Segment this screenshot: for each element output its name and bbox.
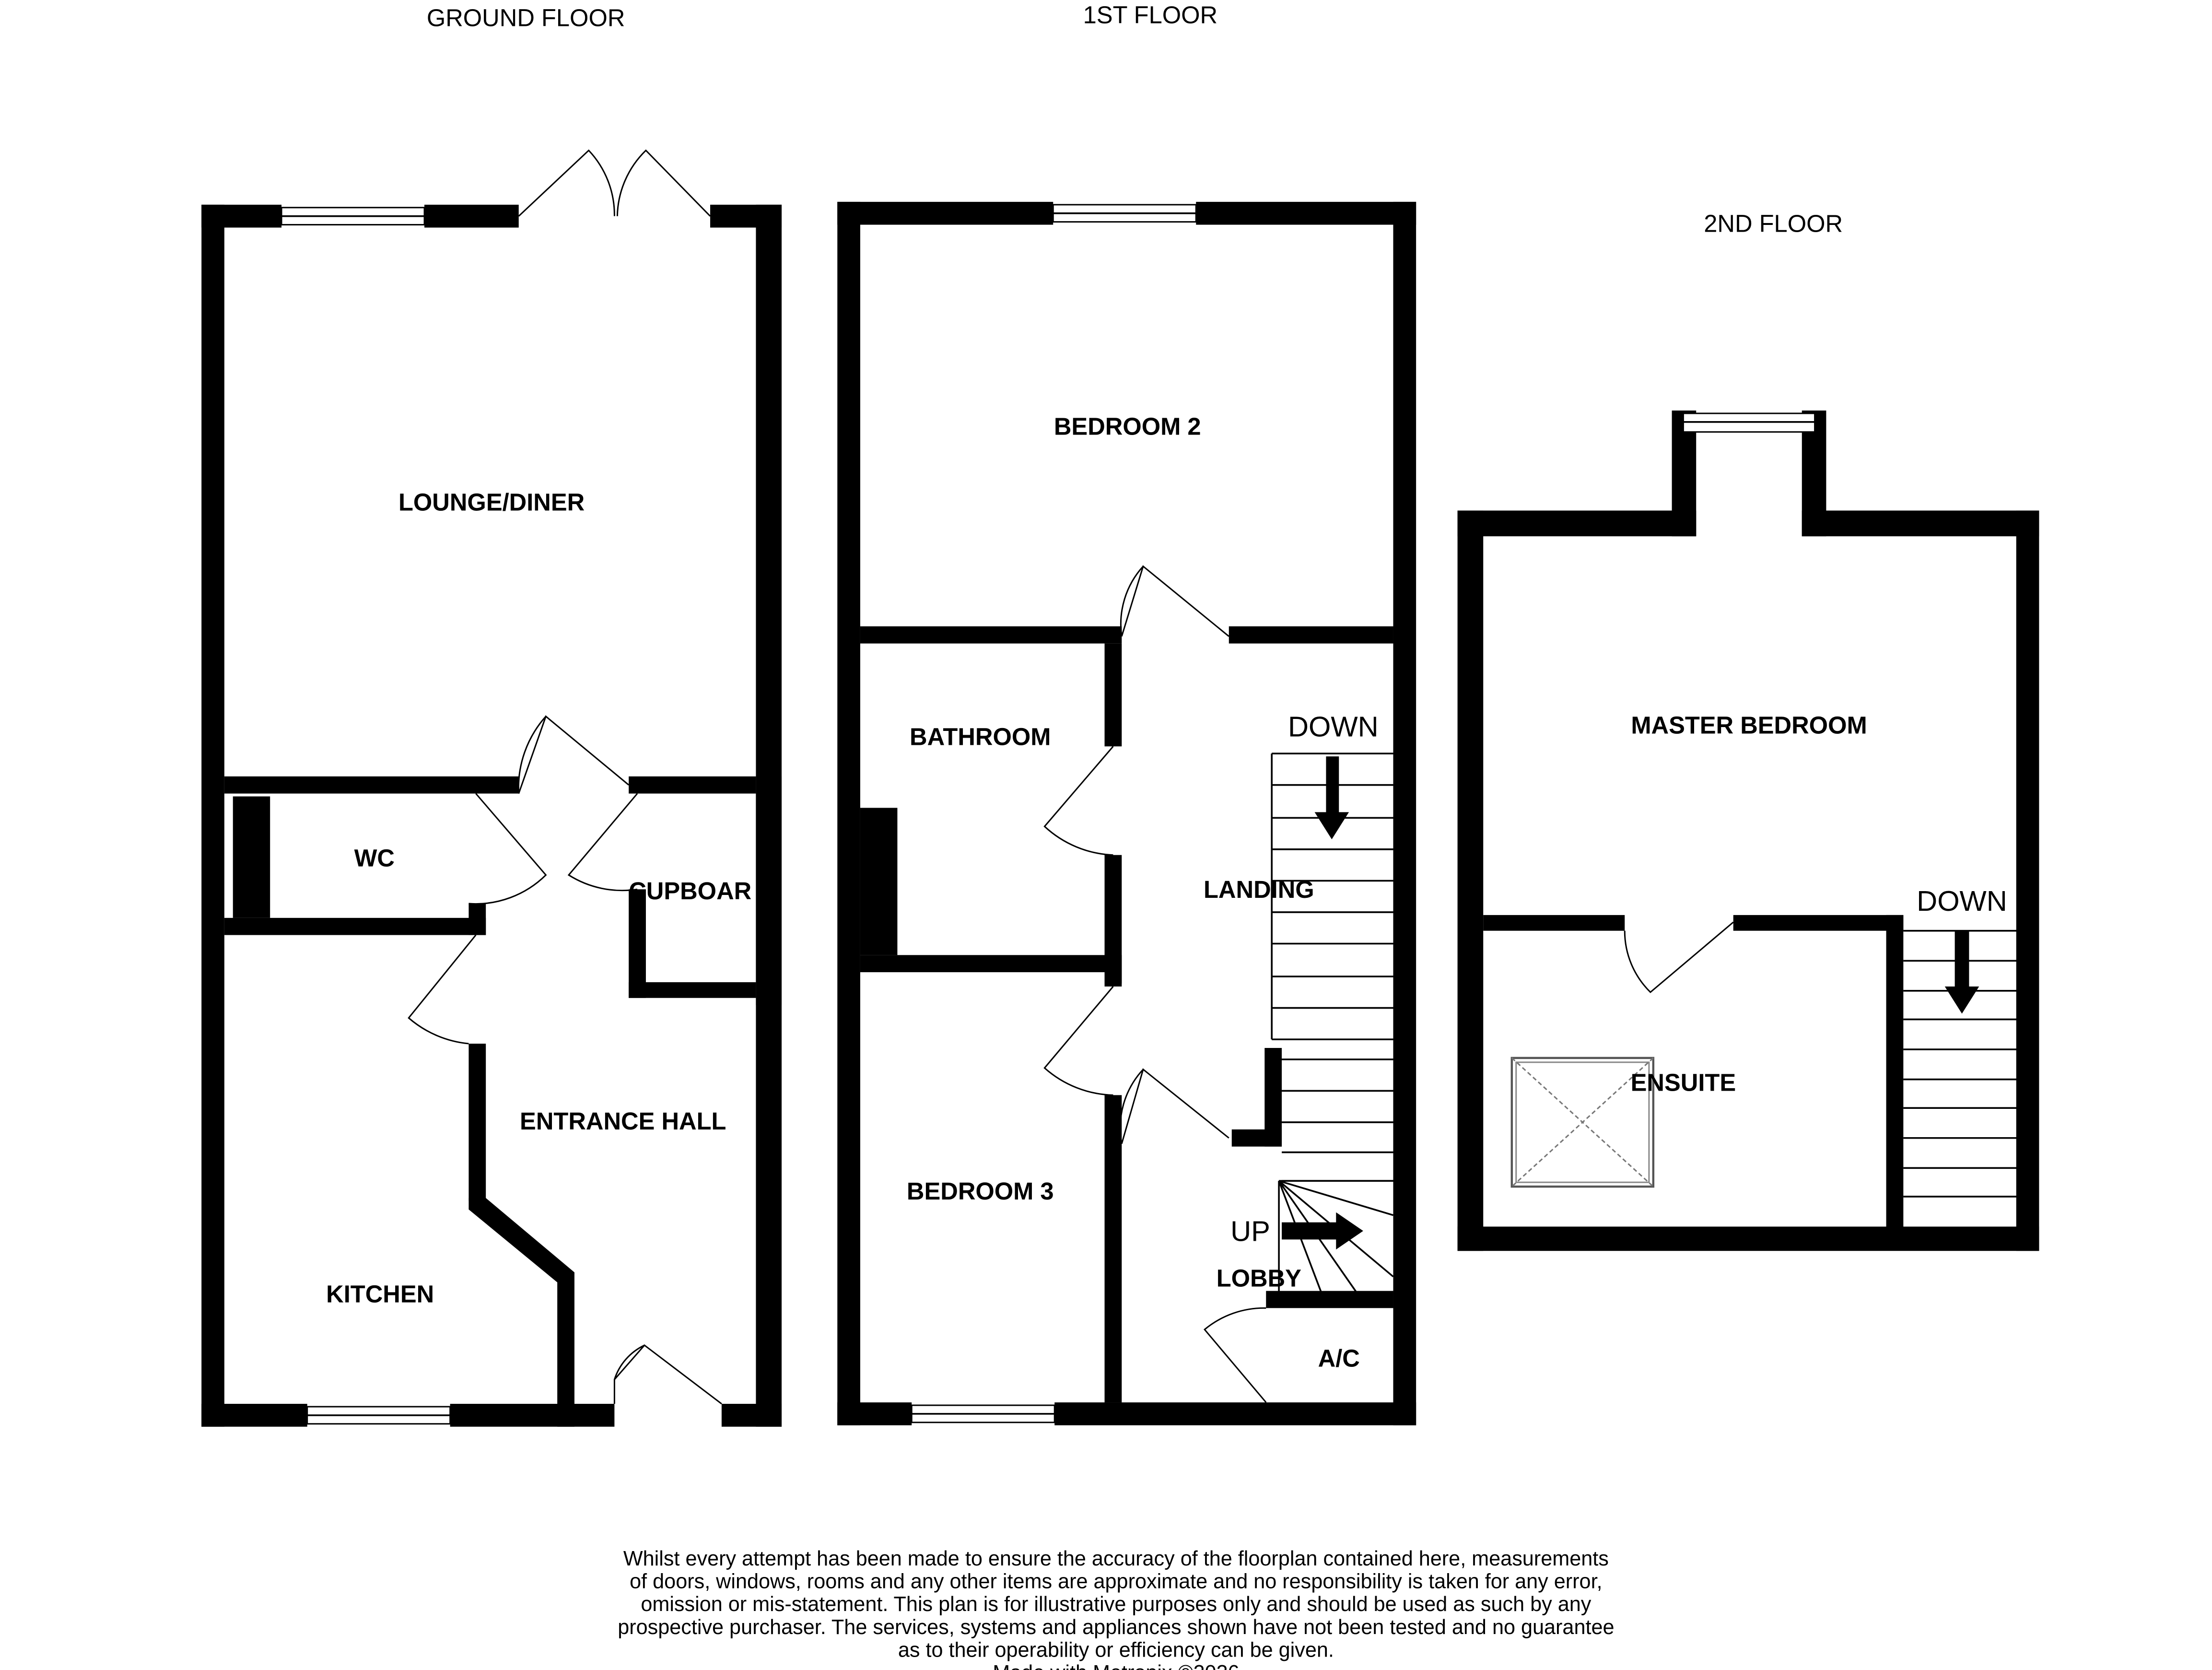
second-floor-title: 2ND FLOOR <box>1704 210 1843 237</box>
ac-door <box>1204 1307 1267 1403</box>
room-label-ac: A/C <box>1318 1345 1360 1372</box>
room-label-cupboard: CUPBOAR <box>629 877 751 905</box>
disclaimer-line: of doors, windows, rooms and any other i… <box>630 1570 1602 1593</box>
room-label-landing: LANDING <box>1204 876 1314 903</box>
stairs-up-label: UP <box>1230 1215 1270 1247</box>
ensuite-door <box>1624 921 1734 993</box>
first-floor-plan: DOWN UP BEDROOM 2 BATHROOM LANDING BEDRO… <box>837 201 1416 1425</box>
room-label-lounge: LOUNGE/DINER <box>398 489 585 516</box>
room-label-bedroom2: BEDROOM 2 <box>1054 413 1201 440</box>
room-label-entrance-hall: ENTRANCE HALL <box>520 1107 726 1135</box>
door <box>517 715 630 794</box>
french-door <box>518 149 711 217</box>
room-label-wc: WC <box>354 845 395 872</box>
front-door <box>613 1344 722 1405</box>
stairs-down-label-2: DOWN <box>1917 885 2007 917</box>
room-label-kitchen: KITCHEN <box>326 1280 434 1307</box>
disclaimer-line: prospective purchaser. The services, sys… <box>618 1616 1614 1639</box>
room-label-bathroom: BATHROOM <box>910 723 1051 750</box>
bedroom2-door <box>1120 565 1229 637</box>
wc-door <box>468 793 547 905</box>
arrow-right-icon <box>1282 1212 1363 1250</box>
room-label-lobby: LOBBY <box>1217 1265 1301 1292</box>
disclaimer-line: Whilst every attempt has been made to en… <box>623 1547 1609 1570</box>
bedroom3-door <box>1043 986 1114 1096</box>
stairs-down-label: DOWN <box>1288 710 1379 742</box>
arrow-down-icon <box>1944 930 1979 1014</box>
kitchen-door <box>408 934 477 1045</box>
first-floor-title: 1ST FLOOR <box>1083 1 1217 28</box>
ground-floor-plan: LOUNGE/DINER WC CUPBOAR ENTRANCE HALL KI… <box>201 149 782 1427</box>
second-floor-plan: DOWN MASTER BEDROOM ENSUITE <box>1457 410 2039 1251</box>
cupboard-door <box>567 793 638 892</box>
stairs-up <box>1231 1048 1394 1294</box>
lobby-door <box>1119 1068 1229 1144</box>
skylight-icon <box>1510 1057 1655 1188</box>
stairs-down-2 <box>1903 929 2019 1198</box>
disclaimer: Whilst every attempt has been made to en… <box>618 1547 1614 1662</box>
credit: Made with Metropix ©2026 <box>993 1661 1239 1670</box>
arrow-down-icon <box>1314 756 1349 839</box>
room-label-bedroom3: BEDROOM 3 <box>907 1177 1054 1205</box>
room-label-ensuite: ENSUITE <box>1631 1069 1736 1096</box>
disclaimer-line: omission or mis-statement. This plan is … <box>641 1593 1591 1616</box>
ground-floor-title: GROUND FLOOR <box>427 4 625 31</box>
bathroom-door <box>1043 746 1114 856</box>
room-label-master-bedroom: MASTER BEDROOM <box>1631 711 1867 739</box>
stairs-down <box>1271 753 1393 1040</box>
disclaimer-line: as to their operability or efficiency ca… <box>898 1638 1334 1661</box>
